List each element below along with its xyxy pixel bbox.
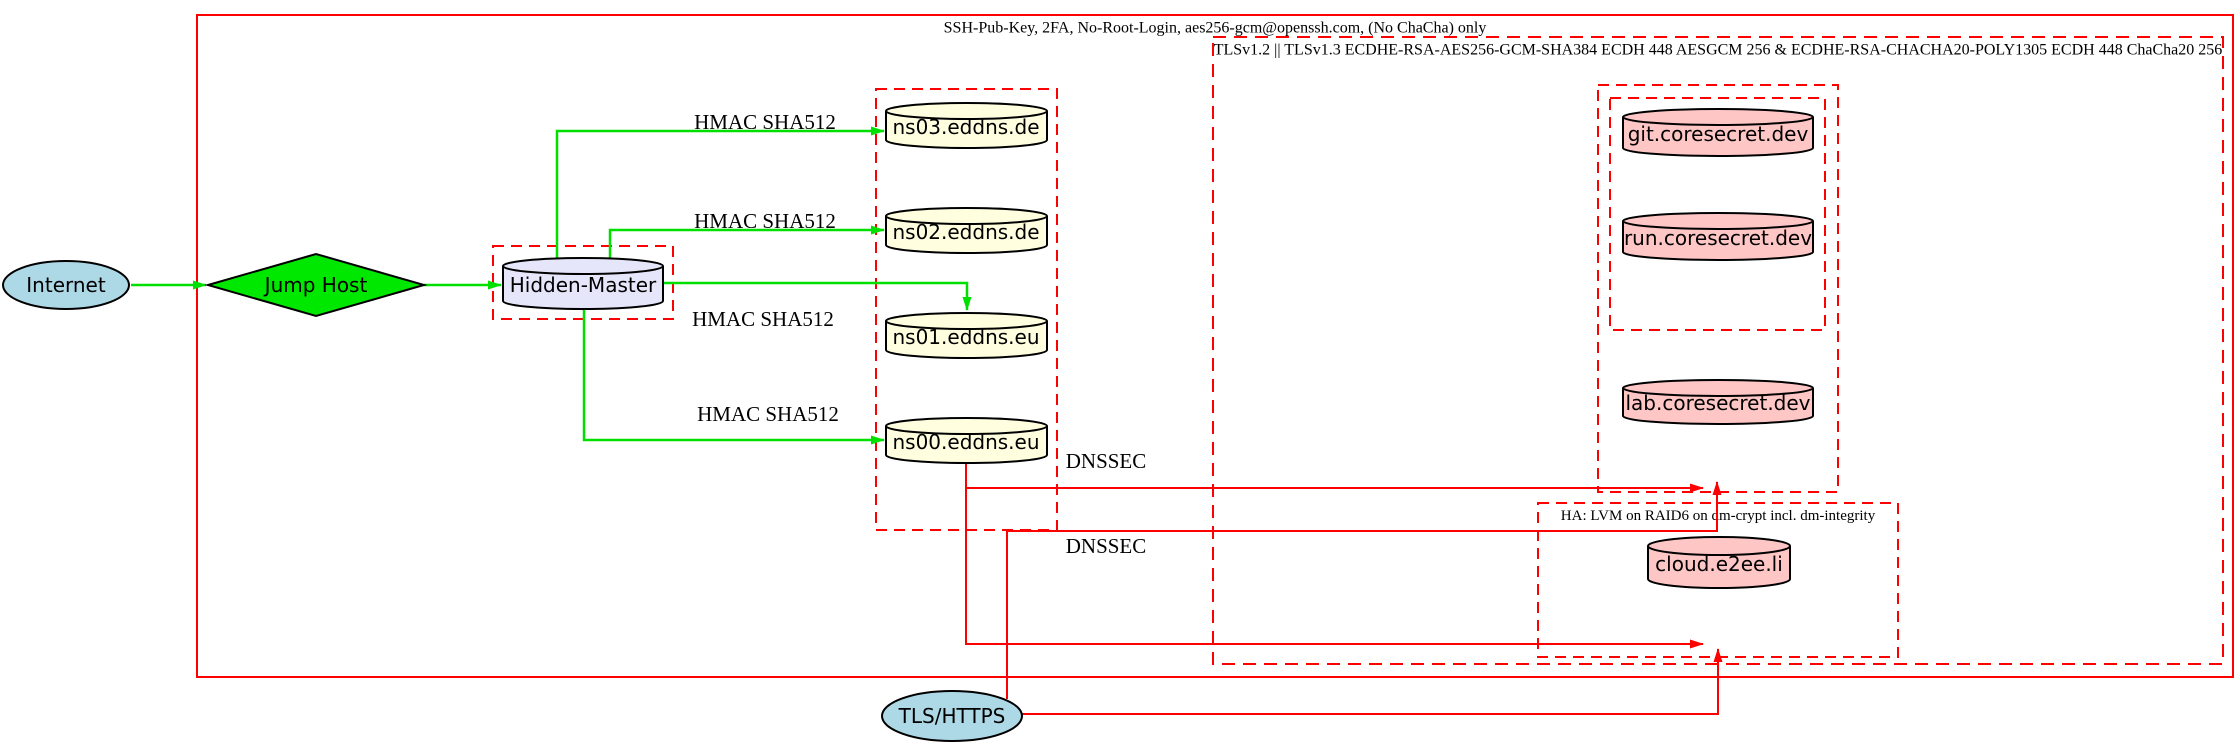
internet-label: Internet <box>26 273 106 297</box>
ns03-label: ns03.eddns.de <box>892 115 1039 139</box>
ns01-label: ns01.eddns.eu <box>892 325 1039 349</box>
hidden-master-label: Hidden-Master <box>510 273 657 297</box>
ns01-node: ns01.eddns.eu <box>885 312 1048 359</box>
edge-hiddenmaster-ns01 <box>663 281 972 311</box>
ns02-node: ns02.eddns.de <box>885 207 1048 254</box>
cluster-ssh-label: SSH-Pub-Key, 2FA, No-Root-Login, aes256-… <box>944 20 1487 37</box>
cluster-ha-label: HA: LVM on RAID6 on dm-crypt incl. dm-in… <box>1561 508 1876 524</box>
edge-ns00-ha-dnssec <box>965 463 1704 649</box>
lab-coresecret-node: lab.coresecret.dev <box>1622 379 1814 425</box>
cluster-coresecret-inner-box <box>1609 97 1826 331</box>
edge-label-dnssec-2: DNSSEC <box>1066 534 1147 558</box>
cloud-e2ee-node: cloud.e2ee.li <box>1647 536 1791 589</box>
tls-https-node: TLS/HTTPS <box>881 690 1023 742</box>
edge-label-dnssec-1: DNSSEC <box>1066 449 1147 473</box>
edge-hiddenmaster-ns00 <box>582 309 885 445</box>
ns03-node: ns03.eddns.de <box>885 102 1048 149</box>
edge-tlshttps-ha <box>1021 648 1723 715</box>
ns00-node: ns00.eddns.eu <box>885 417 1048 464</box>
hidden-master-node: Hidden-Master <box>502 257 664 310</box>
git-coresecret-node: git.coresecret.dev <box>1622 108 1814 157</box>
cluster-ssh-box <box>196 14 2234 678</box>
internet-node: Internet <box>2 260 130 310</box>
edge-hiddenmaster-ns03 <box>555 126 885 263</box>
run-coresecret-label: run.coresecret.dev <box>1624 226 1812 250</box>
run-coresecret-node: run.coresecret.dev <box>1622 212 1814 261</box>
cluster-tls-label: TLSv1.2 || TLSv1.3 ECDHE-RSA-AES256-GCM-… <box>1214 42 2223 59</box>
git-coresecret-label: git.coresecret.dev <box>1628 122 1809 146</box>
edge-label-hmac-ns01: HMAC SHA512 <box>692 307 834 331</box>
edge-label-hmac-ns02: HMAC SHA512 <box>694 209 836 233</box>
tls-https-label: TLS/HTTPS <box>898 704 1006 728</box>
edge-tlshttps-coresecret <box>1006 481 1722 699</box>
edge-hiddenmaster-ns02 <box>608 225 885 263</box>
edge-label-hmac-ns00: HMAC SHA512 <box>697 402 839 426</box>
ns02-label: ns02.eddns.de <box>892 220 1039 244</box>
edge-label-hmac-ns03: HMAC SHA512 <box>694 110 836 134</box>
jump-host-label: Jump Host <box>263 273 368 297</box>
cloud-e2ee-label: cloud.e2ee.li <box>1655 552 1783 576</box>
ns00-label: ns00.eddns.eu <box>892 430 1039 454</box>
lab-coresecret-label: lab.coresecret.dev <box>1625 391 1810 415</box>
jump-host-node: Jump Host <box>204 252 428 318</box>
